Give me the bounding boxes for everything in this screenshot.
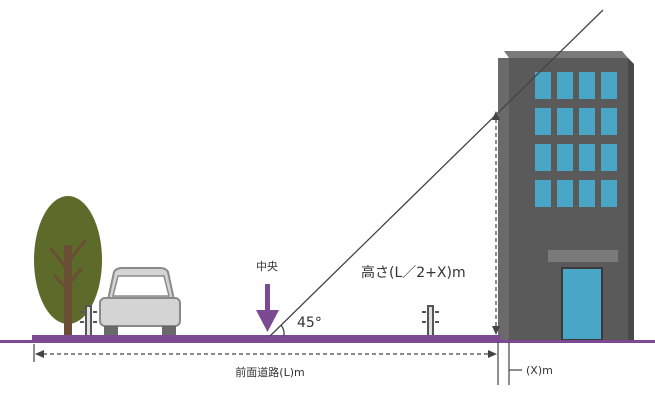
setback-label: (X)m xyxy=(526,364,553,377)
building-windows xyxy=(535,72,617,207)
road-width-arrow-left xyxy=(35,350,44,358)
down-arrow-icon xyxy=(256,284,279,332)
height-arrow-bottom xyxy=(492,326,500,335)
center-label: 中央 xyxy=(256,260,278,273)
height-label: 高さ(L／2+X)m xyxy=(361,264,466,281)
building-icon xyxy=(498,51,634,341)
car-icon xyxy=(99,267,181,336)
road-width-label: 前面道路(L)m xyxy=(235,365,304,379)
road-width-arrow-right xyxy=(488,350,497,358)
height-arrow-top xyxy=(492,111,500,120)
angle-label: 45° xyxy=(297,315,322,331)
building-door xyxy=(561,267,603,341)
door-canopy xyxy=(548,250,618,262)
angle-arc xyxy=(280,324,285,337)
slant-line xyxy=(269,9,604,337)
road-ground xyxy=(32,335,500,341)
bollard-icon-right xyxy=(422,305,439,337)
tree-icon xyxy=(34,196,102,340)
ground-line xyxy=(0,340,655,343)
